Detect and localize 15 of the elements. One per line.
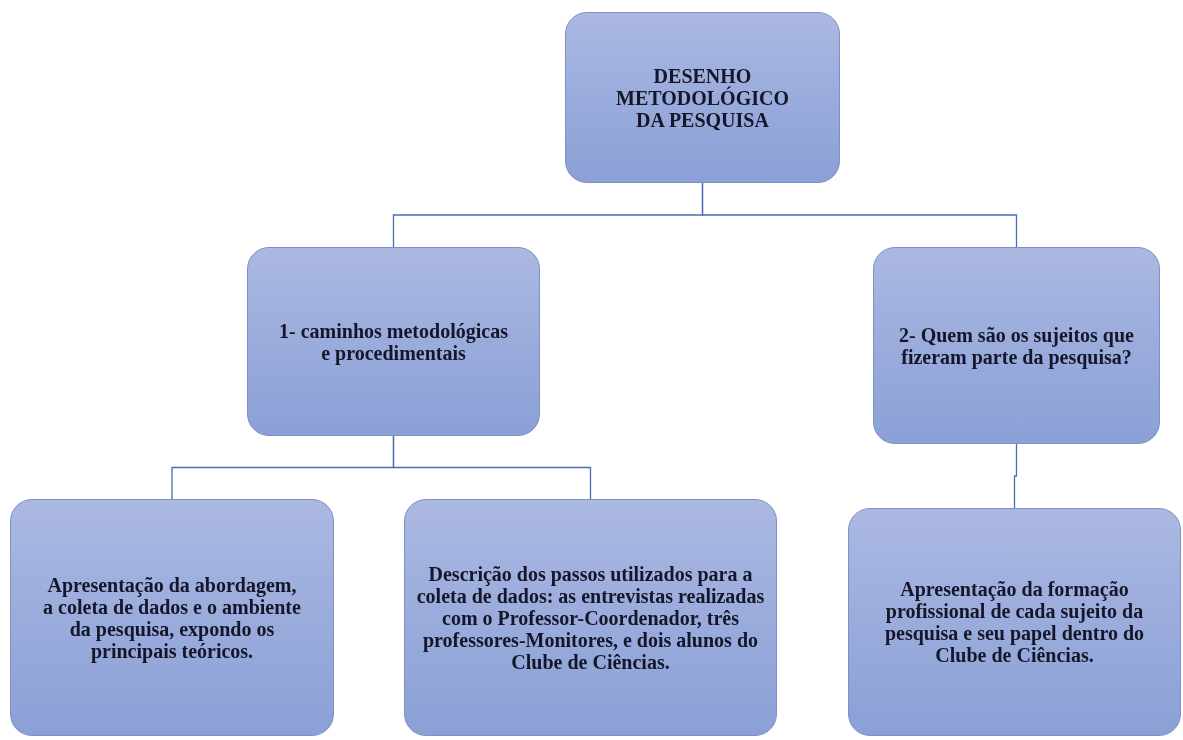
connector-line — [701, 182, 1018, 248]
connector-line — [392, 435, 592, 500]
process-box — [873, 247, 1160, 444]
process-box — [10, 499, 334, 736]
process-box — [404, 499, 777, 736]
process-box — [848, 508, 1181, 736]
box-text: 2- Quem são os sujeitos que fizeram parte da pesquisa? — [898, 323, 1135, 368]
box-text: Apresentação da formação profissional de cada sujeito da pesquisa e seu papel dentro do Clube de Ciências. — [883, 578, 1146, 666]
process-box — [565, 12, 840, 183]
box-text: Apresentação da abordagem, a coleta de dados e o ambiente da pesquisa, expondo os principais teóricos. — [42, 573, 302, 662]
box-text: DESENHO METODOLÓGICO DA PESQUISA — [616, 64, 789, 131]
box-text: Descrição dos passos utilizados para a coleta de dados: as entrevistas realizadas com o Professor-Coordenador, três professores-Monitores, e dois alunos do Clube de Ciências. — [415, 562, 766, 673]
box-text: 1- caminhos metodológicas e procedimentais — [278, 319, 509, 364]
process-box — [247, 247, 540, 436]
connector-line — [1013, 443, 1018, 509]
